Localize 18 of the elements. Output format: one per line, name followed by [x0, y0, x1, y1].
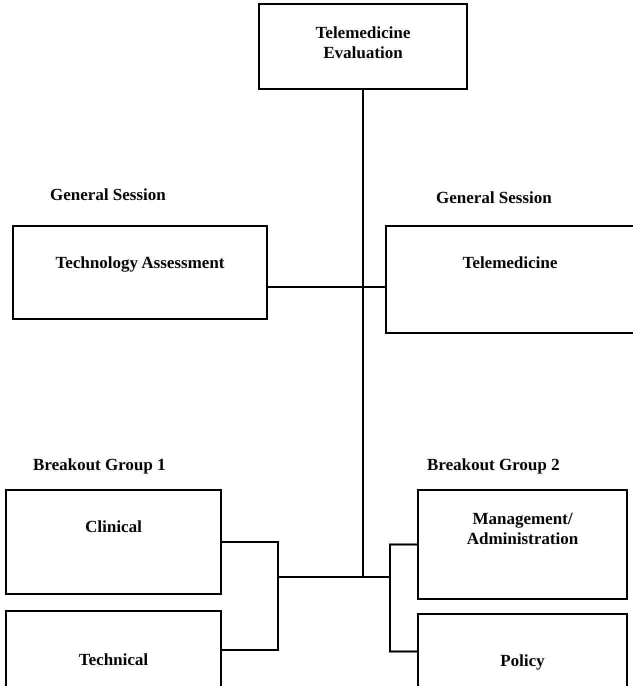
group-heading: Breakout Group 2	[427, 455, 560, 475]
box-label: Telemedicine Evaluation	[314, 23, 412, 63]
box-label: Management/ Administration	[466, 509, 580, 549]
process-box	[417, 489, 628, 600]
box-label: Telemedicine	[462, 253, 558, 273]
group-heading: General Session	[436, 188, 552, 208]
box-label: Technology Assessment	[54, 253, 226, 273]
process-box	[5, 489, 222, 595]
process-box	[12, 225, 268, 320]
process-box	[385, 225, 633, 334]
group-heading: General Session	[50, 185, 166, 205]
process-box	[5, 610, 222, 686]
box-label: Clinical	[84, 517, 143, 537]
process-box	[258, 3, 468, 90]
group-heading: Breakout Group 1	[33, 455, 166, 475]
box-label: Policy	[499, 651, 546, 671]
process-box	[417, 613, 628, 686]
box-label: Technical	[78, 650, 150, 670]
